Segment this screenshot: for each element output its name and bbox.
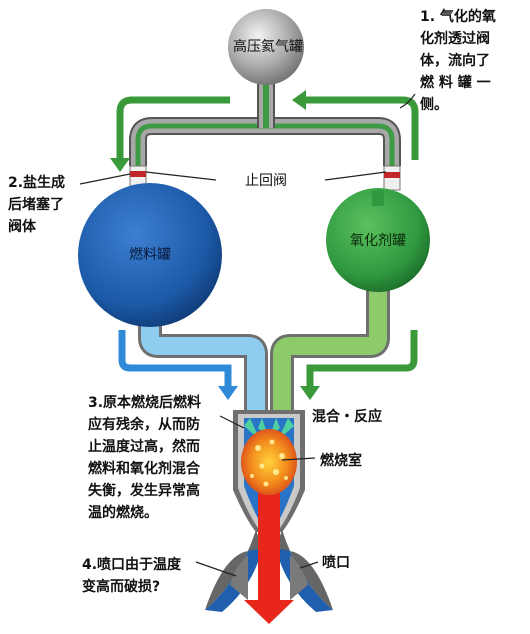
helium-pipes xyxy=(129,82,401,166)
note-1: 1. 气化的氧 化剂透过阀 体，流向了 燃 料 罐 一 侧。 xyxy=(420,9,496,113)
fuel-tank-label: 燃料罐 xyxy=(129,247,171,263)
fuel-tank xyxy=(78,183,222,327)
exhaust-shaft xyxy=(258,468,280,606)
note-4: 4.喷口由于温度 变高而破损? xyxy=(82,557,182,595)
fuel-flow-arrow xyxy=(118,330,232,388)
nozzle-label: 喷口 xyxy=(322,555,350,571)
check-valve-right xyxy=(383,165,401,191)
oxidizer-flow-arrow xyxy=(306,330,418,388)
nozzle xyxy=(205,530,333,612)
oxidizer-pipe xyxy=(270,280,390,416)
helium-flow-arrows xyxy=(116,96,419,160)
exhaust-arrow-head xyxy=(244,600,294,624)
arrow-head-right-left xyxy=(292,90,306,110)
helium-tank-label: 高压氦气罐 xyxy=(233,39,303,55)
check-valve-label: 止回阀 xyxy=(245,173,287,189)
leader-lines xyxy=(79,93,416,577)
arrow-head-left-down xyxy=(110,158,130,172)
note-3: 3.原本燃烧后燃料 应有残余，从而防 止温度过高，然而 燃料和氧化剂混合 失衡，… xyxy=(88,395,202,521)
oxidizer-flow-arrow-head xyxy=(300,386,320,400)
oxidizer-tank-label: 氧化剂罐 xyxy=(350,233,406,249)
note-2: 2.盐生成 后堵塞了 阀体 xyxy=(8,175,66,235)
helium-tank xyxy=(228,9,304,85)
fuel-flow-arrow-head xyxy=(218,386,238,400)
oxidizer-tank xyxy=(326,188,430,292)
chamber-label: 燃烧室 xyxy=(320,453,362,469)
mixing-label: 混合・反应 xyxy=(312,409,382,425)
fireball-specks xyxy=(250,439,288,487)
fireball xyxy=(241,429,297,495)
fuel-pipe xyxy=(138,300,268,416)
